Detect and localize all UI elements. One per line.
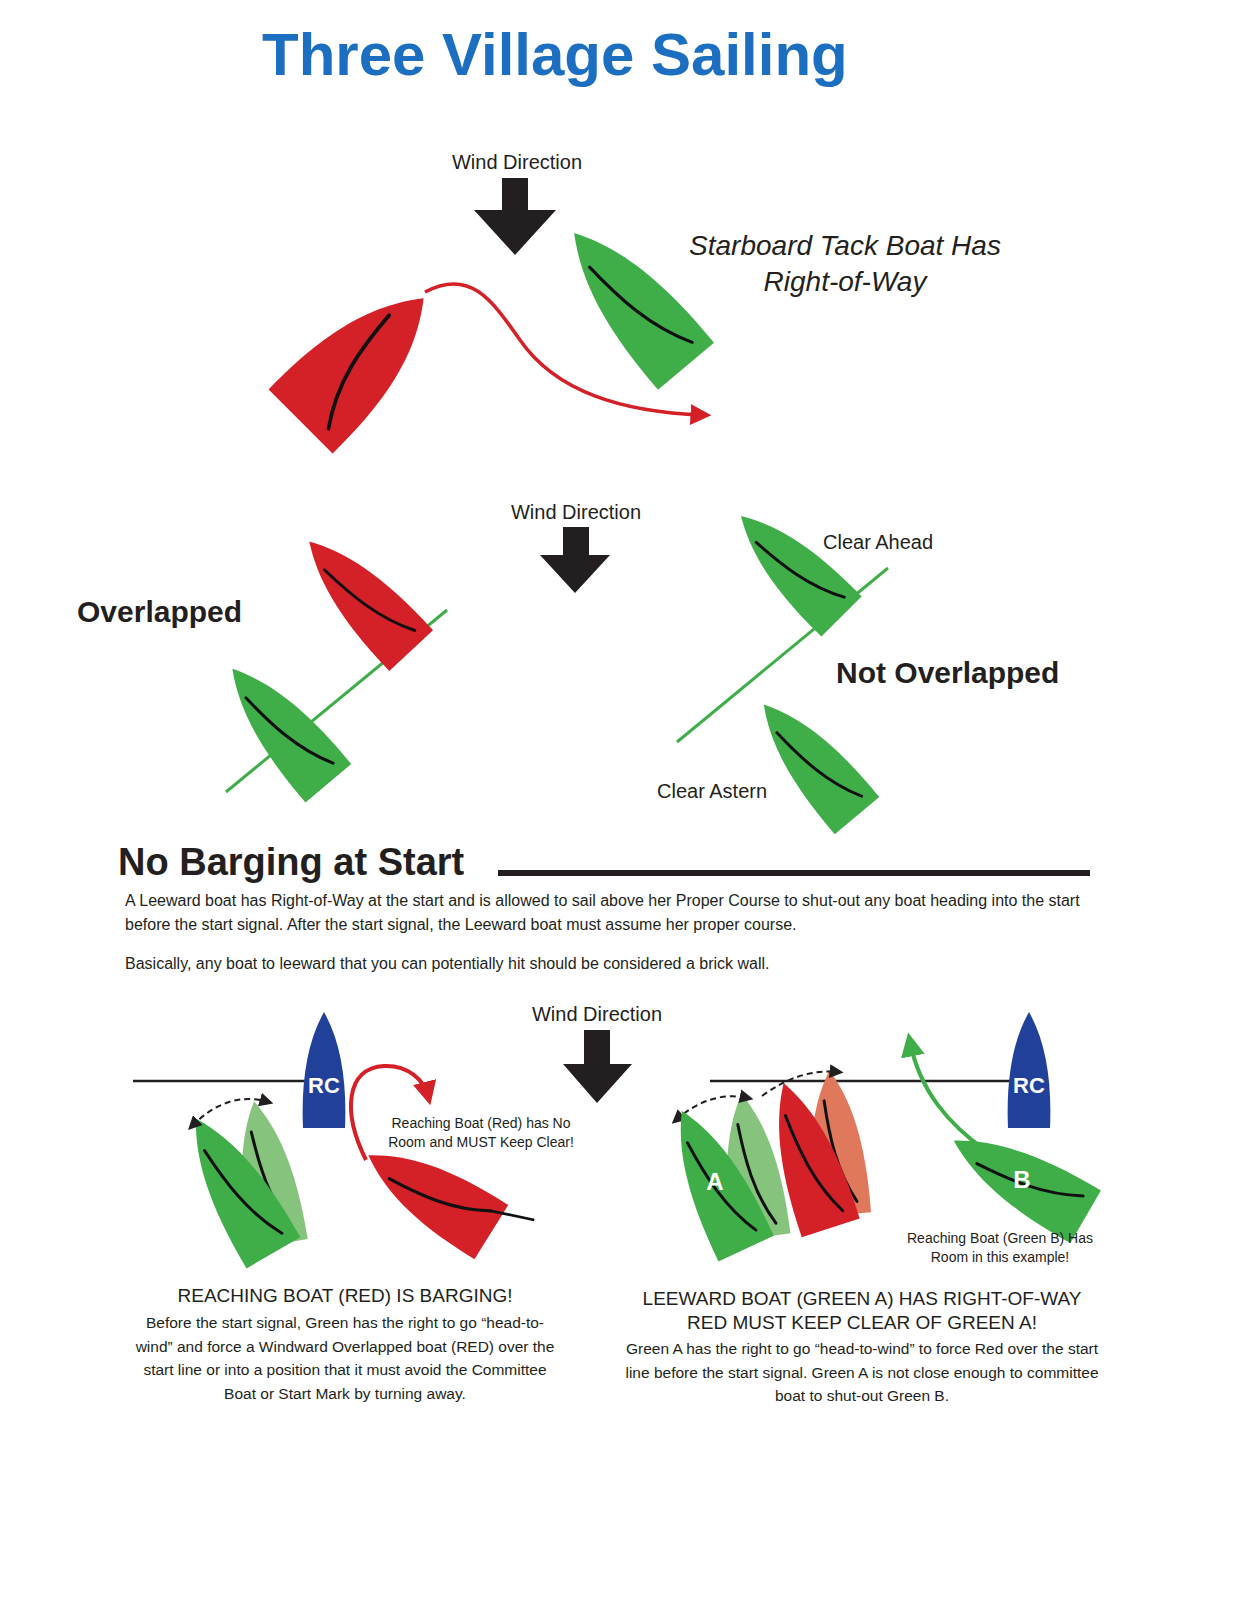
boat bbox=[269, 266, 456, 453]
node-shape bbox=[301, 1012, 347, 1128]
boat bbox=[209, 650, 351, 803]
boat-sail bbox=[246, 682, 333, 779]
heading-rule bbox=[498, 870, 1090, 876]
boat-sail bbox=[590, 248, 693, 362]
head-to-wind-arc bbox=[192, 1099, 268, 1126]
boat-hull bbox=[939, 1114, 1101, 1243]
node-shape bbox=[1006, 1012, 1052, 1128]
committee-boat-hull bbox=[1008, 1012, 1051, 1128]
boat-sail bbox=[302, 315, 416, 429]
boat-hull bbox=[721, 496, 862, 637]
boat-hull bbox=[287, 521, 433, 671]
committee-boat: RC bbox=[1006, 1012, 1052, 1128]
committee-boat-hull bbox=[303, 1012, 346, 1128]
head-to-wind-arc bbox=[762, 1072, 838, 1097]
section-heading: Overlapped bbox=[77, 594, 242, 630]
boat bbox=[169, 1103, 300, 1268]
boat-sail bbox=[785, 1108, 842, 1219]
boat-hull bbox=[209, 650, 351, 803]
rule-text: A Leeward boat has Right-of-Way at the s… bbox=[125, 889, 1115, 937]
wind-label: Wind Direction bbox=[466, 500, 686, 524]
boat bbox=[721, 496, 862, 637]
boat-sail bbox=[389, 1156, 490, 1233]
start-line bbox=[133, 1080, 305, 1083]
boat-sail bbox=[777, 717, 862, 811]
callout: Reaching Boat (Red) has No Room and MUST… bbox=[376, 1114, 586, 1152]
rule-note: Basically, any boat to leeward that you … bbox=[125, 952, 1115, 976]
caption-heading: REACHING BOAT (RED) IS BARGING! bbox=[105, 1284, 585, 1307]
boat bbox=[939, 1114, 1101, 1243]
course-arrow bbox=[910, 1042, 985, 1150]
lettered-boat: A bbox=[665, 1107, 765, 1257]
boat-label: Clear Astern bbox=[657, 779, 767, 803]
boat-hull bbox=[755, 1074, 860, 1238]
caption-heading: LEEWARD BOAT (GREEN A) HAS RIGHT-OF-WAY bbox=[582, 1287, 1142, 1310]
committee-boat: RC bbox=[301, 1012, 347, 1128]
boat-hull bbox=[546, 210, 714, 390]
wind-label: Wind Direction bbox=[487, 1002, 707, 1026]
boat bbox=[755, 1074, 860, 1238]
boat bbox=[546, 210, 714, 390]
boat-sail bbox=[205, 1138, 282, 1246]
caption-text: Before the start signal, Green has the r… bbox=[130, 1311, 560, 1405]
boat-letter: B bbox=[972, 1166, 1072, 1194]
start-line bbox=[710, 1080, 1010, 1083]
boat-hull bbox=[169, 1103, 300, 1268]
boat-label: Clear Ahead bbox=[823, 530, 933, 554]
caption-text: Green A has the right to go “head-to-win… bbox=[622, 1337, 1102, 1408]
boat-hull bbox=[654, 1098, 774, 1262]
section-heading: No Barging at Start bbox=[118, 839, 464, 885]
callout: Reaching Boat (Green B) Has Room in this… bbox=[900, 1229, 1100, 1267]
wind-label: Wind Direction bbox=[407, 150, 627, 174]
boat-hull bbox=[742, 686, 880, 834]
section-heading: Not Overlapped bbox=[836, 655, 1059, 691]
caption-heading: RED MUST KEEP CLEAR OF GREEN A! bbox=[582, 1311, 1142, 1334]
boat-sail bbox=[324, 553, 414, 647]
boat-boom bbox=[491, 1198, 535, 1233]
rule-heading: Starboard Tack Boat Has Right-of-Way bbox=[655, 228, 1035, 300]
boat bbox=[654, 1098, 774, 1262]
boat-letter: A bbox=[665, 1168, 765, 1196]
boat-hull bbox=[269, 266, 456, 453]
course-arrow bbox=[425, 284, 703, 415]
boat bbox=[287, 521, 433, 671]
mark-label: RC bbox=[301, 1073, 347, 1099]
mark-label: RC bbox=[1006, 1073, 1052, 1099]
page-title: Three Village Sailing bbox=[262, 20, 848, 89]
boat bbox=[742, 686, 880, 834]
